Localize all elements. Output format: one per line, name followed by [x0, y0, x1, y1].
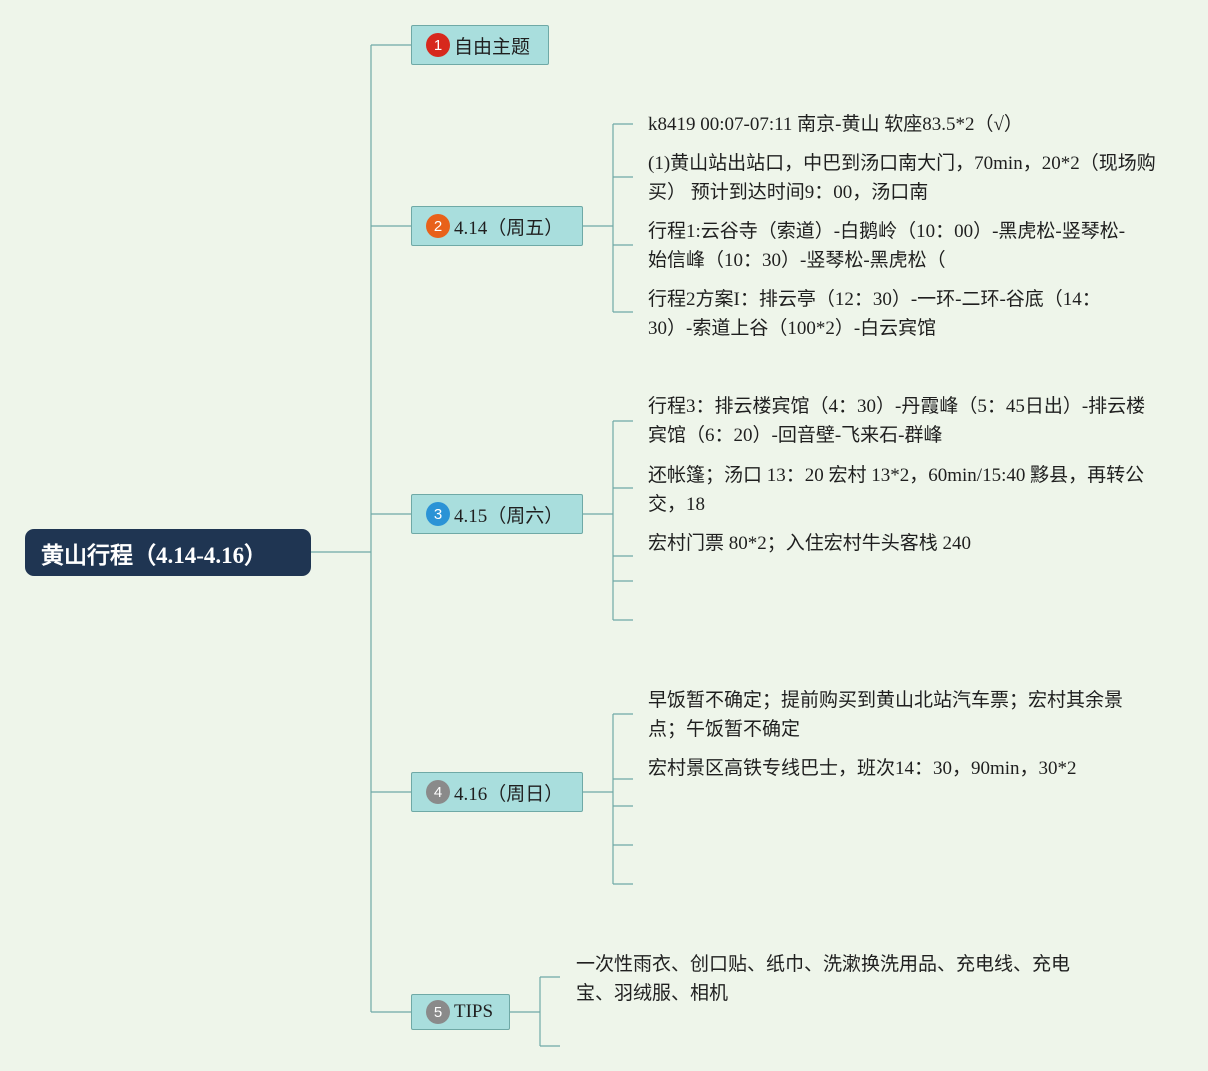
leaf-topic[interactable]: 一次性雨衣、创口贴、纸巾、洗漱换洗用品、充电线、充电宝、羽绒服、相机 [576, 954, 1071, 1004]
number-badge-icon: 3 [426, 502, 450, 526]
branch-label: 4.16（周日） [454, 783, 564, 805]
number-badge-icon: 1 [426, 33, 450, 57]
leaf-topic[interactable]: 早饭暂不确定；提前购买到黄山北站汽车票；宏村其余景点；午饭暂不确定 [648, 690, 1124, 740]
branch-topic-day2[interactable]: 3 4.15（周六） [411, 494, 583, 534]
leaf-topic[interactable]: k8419 00:07-07:11 南京-黄山 软座83.5*2（√） [648, 114, 1023, 135]
branch-label: 自由主题 [454, 36, 531, 58]
branch-label: TIPS [454, 1001, 494, 1022]
number-badge-icon: 2 [426, 214, 450, 238]
leaf-topic[interactable]: 宏村门票 80*2；入住宏村牛头客栈 240 [648, 533, 972, 554]
branch-topic-tips[interactable]: 5 TIPS [411, 994, 510, 1030]
leaf-topic[interactable]: 行程2方案I：排云亭（12：30）-一环-二环-谷底（14：30）-索道上谷（1… [648, 289, 1101, 339]
leaf-topic[interactable]: 行程3：排云楼宾馆（4：30）-丹霞峰（5：45日出）-排云楼宾馆（6：20）-… [648, 396, 1146, 446]
root-topic[interactable]: 黄山行程（4.14-4.16） [25, 529, 311, 576]
root-topic-title: 黄山行程（4.14-4.16） [41, 542, 268, 568]
number-badge-icon: 4 [426, 780, 450, 804]
branch-label: 4.15（周六） [454, 505, 564, 527]
leaf-topic[interactable]: (1)黄山站出站口，中巴到汤口南大门，70min，20*2（现场购买） 预计到达… [648, 153, 1156, 203]
branch-topic-day3[interactable]: 4 4.16（周日） [411, 772, 583, 812]
branch-label: 4.14（周五） [454, 217, 564, 239]
leaf-topic[interactable]: 宏村景区高铁专线巴士，班次14：30，90min，30*2 [648, 758, 1077, 779]
leaf-topic[interactable]: 行程1:云谷寺（索道）-白鹅岭（10：00）-黑虎松-竖琴松-始信峰（10：30… [648, 221, 1126, 271]
branch-topic-free[interactable]: 1 自由主题 [411, 25, 549, 65]
branch-topic-day1[interactable]: 2 4.14（周五） [411, 206, 583, 246]
leaf-topic[interactable]: 还帐篷；汤口 13：20 宏村 13*2，60min/15:40 黟县，再转公交… [648, 465, 1145, 515]
number-badge-icon: 5 [426, 1000, 450, 1024]
